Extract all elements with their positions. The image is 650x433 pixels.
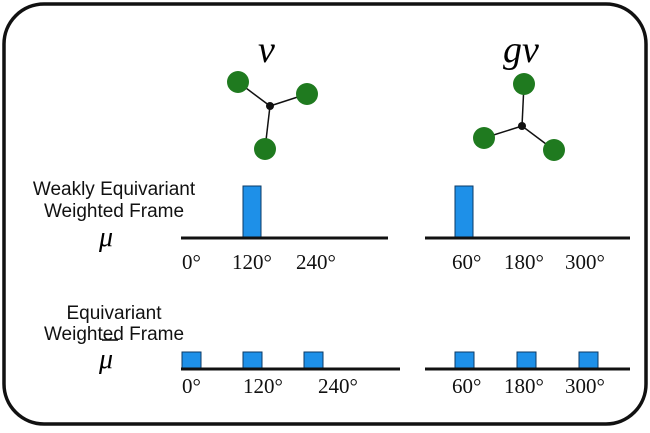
panel-title-gv: gv bbox=[503, 29, 539, 71]
center-atom bbox=[518, 122, 526, 130]
eq-left-bar-120 bbox=[242, 351, 263, 369]
eq-left-bar-0 bbox=[181, 351, 202, 369]
center-atom bbox=[266, 102, 274, 110]
atom bbox=[543, 139, 565, 161]
eq-left-tick-1: 120° bbox=[243, 374, 283, 398]
weak-right-bar-60 bbox=[454, 185, 474, 239]
weak-right-tick-0: 60° bbox=[452, 250, 482, 274]
atom bbox=[227, 71, 249, 93]
panel-title-v: v bbox=[258, 29, 275, 71]
eq-mu-symbol: μ bbox=[99, 344, 114, 375]
eq-right-tick-0: 60° bbox=[452, 374, 482, 398]
eq-left-tick-2: 240° bbox=[318, 374, 358, 398]
molecule-v bbox=[227, 71, 318, 160]
atom bbox=[513, 73, 535, 95]
atom bbox=[296, 83, 318, 105]
eq-right-tick-1: 180° bbox=[504, 374, 544, 398]
eq-label-line2: Weighted Frame bbox=[43, 324, 185, 345]
eq-right-bar-180 bbox=[516, 351, 537, 369]
weak-right-tick-2: 300° bbox=[565, 250, 605, 274]
eq-right-bar-300 bbox=[578, 351, 599, 369]
weak-left-tick-1: 120° bbox=[232, 250, 272, 274]
molecule-gv bbox=[473, 73, 565, 161]
weak-left-tick-2: 240° bbox=[296, 250, 336, 274]
eq-left-tick-0: 0° bbox=[182, 374, 201, 398]
weak-left-bar-120 bbox=[242, 185, 262, 239]
atom bbox=[254, 138, 276, 160]
weak-right-tick-1: 180° bbox=[504, 250, 544, 274]
eq-right-bar-60 bbox=[454, 351, 475, 369]
atom bbox=[473, 127, 495, 149]
weak-left-tick-0: 0° bbox=[182, 250, 201, 274]
eq-left-bar-240 bbox=[303, 351, 324, 369]
eq-right-tick-2: 300° bbox=[565, 374, 605, 398]
outer-border bbox=[2, 2, 648, 426]
weak-mu-symbol: μ bbox=[99, 222, 114, 253]
weak-label-line1: Weakly Equivariant bbox=[32, 179, 196, 200]
eq-label-line1: Equivariant bbox=[66, 303, 162, 324]
weak-label-line2: Weighted Frame bbox=[43, 201, 185, 222]
